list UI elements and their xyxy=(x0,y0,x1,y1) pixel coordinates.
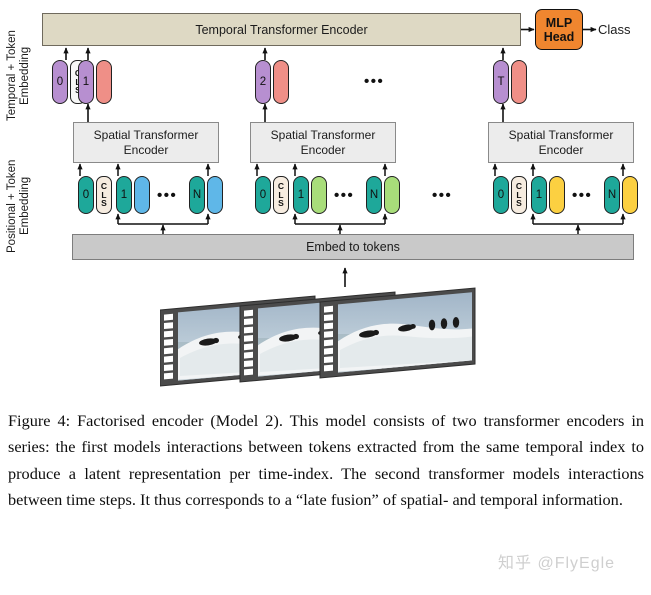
spatial1-ellipsis: ••• xyxy=(157,187,178,204)
spatial3-cls-token: C L S xyxy=(511,176,527,214)
temporal-token-index-T: T xyxy=(493,60,509,104)
spatial2-patch-token-N xyxy=(384,176,400,214)
temporal-transformer-encoder: Temporal Transformer Encoder xyxy=(42,13,521,46)
spatial3-patch-token-1 xyxy=(549,176,565,214)
video-frame-3 xyxy=(320,288,476,378)
cls-letter-c: C xyxy=(277,181,285,192)
connector-layer xyxy=(63,26,626,287)
spatial2-cls-token: C L S xyxy=(273,176,289,214)
watermark: 知乎 @FlyEgle xyxy=(498,555,616,572)
figure-diagram: Temporal + Token Embedding Positional + … xyxy=(6,9,638,400)
spatial3-patch-token-N xyxy=(622,176,638,214)
temporal-row-ellipsis: ••• xyxy=(364,73,385,90)
temporal-token-index-0: 0 xyxy=(52,60,68,104)
spatial2-token-index-1: 1 xyxy=(293,176,309,214)
spatial2-patch-token-1 xyxy=(311,176,327,214)
spatial-transformer-encoder-1: Spatial Transformer Encoder xyxy=(73,122,219,163)
cls-letter-l: L xyxy=(278,189,284,200)
axis-label-temporal: Temporal + Token Embedding xyxy=(6,30,31,122)
spatial1-patch-token-1 xyxy=(134,176,150,214)
spatial2-token-index-0: 0 xyxy=(255,176,271,214)
temporal-token-index-2: 2 xyxy=(255,60,271,104)
spatial3-token-index-1: 1 xyxy=(531,176,547,214)
spatial1-patch-token-N xyxy=(207,176,223,214)
class-output-label: Class xyxy=(598,22,631,37)
embed-to-tokens-bar: Embed to tokens xyxy=(72,234,634,260)
spatial-group-ellipsis: ••• xyxy=(432,187,453,204)
spatial-transformer-encoder-2: Spatial Transformer Encoder xyxy=(250,122,396,163)
mlp-head-block: MLP Head xyxy=(535,9,583,50)
video-frames xyxy=(160,278,500,396)
cls-letter-c: C xyxy=(100,181,108,192)
spatial1-token-index-N: N xyxy=(189,176,205,214)
temporal-token-index-1: 1 xyxy=(78,60,94,104)
spatial2-ellipsis: ••• xyxy=(334,187,355,204)
temporal-latent-token-1 xyxy=(96,60,112,104)
spatial3-ellipsis: ••• xyxy=(572,187,593,204)
figure-caption: Figure 4: Factorised encoder (Model 2). … xyxy=(8,411,644,510)
cls-letter-s: S xyxy=(75,86,81,95)
cls-letter-c: C xyxy=(515,181,523,192)
cls-letter-l: L xyxy=(75,78,80,87)
spatial3-token-index-N: N xyxy=(604,176,620,214)
cls-letter-c: C xyxy=(75,69,81,78)
cls-letter-l: L xyxy=(516,189,522,200)
cls-letter-s: S xyxy=(278,198,284,209)
axis-label-positional: Positional + Token Embedding xyxy=(6,159,31,253)
spatial-transformer-encoder-3: Spatial Transformer Encoder xyxy=(488,122,634,163)
spatial3-token-index-0: 0 xyxy=(493,176,509,214)
cls-letter-s: S xyxy=(516,198,522,209)
spatial1-cls-token: C L S xyxy=(96,176,112,214)
spatial2-token-index-N: N xyxy=(366,176,382,214)
spatial1-token-index-1: 1 xyxy=(116,176,132,214)
spatial1-token-index-0: 0 xyxy=(78,176,94,214)
cls-letter-s: S xyxy=(101,198,107,209)
temporal-latent-token-2 xyxy=(273,60,289,104)
cls-letter-l: L xyxy=(101,189,107,200)
temporal-latent-token-T xyxy=(511,60,527,104)
